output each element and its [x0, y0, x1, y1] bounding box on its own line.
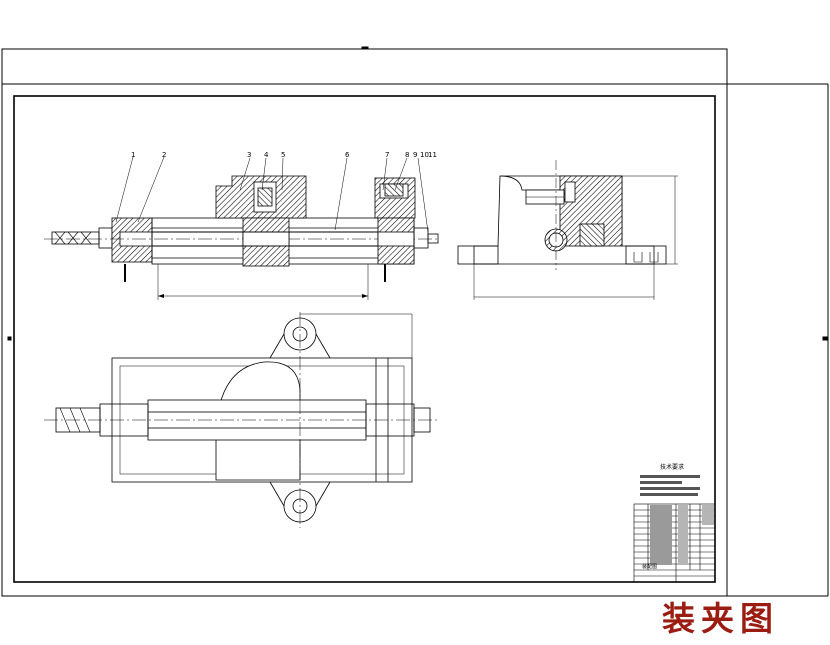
callout-1: 1: [131, 151, 135, 159]
callout-5: 5: [281, 151, 285, 159]
callout-8: 8: [405, 151, 409, 159]
tech-req-heading: 技术要求: [660, 463, 684, 471]
callout-2: 2: [162, 151, 166, 159]
callout-labels: 1 2 3 4 5 6 7 8 9 10 11: [131, 151, 437, 159]
title-block-name: 装配图: [642, 563, 657, 570]
side-view: [457, 160, 678, 300]
callout-6: 6: [345, 151, 350, 159]
title-block: [633, 503, 716, 583]
callout-9: 9: [413, 151, 417, 159]
callout-11: 11: [428, 151, 437, 159]
top-view: [44, 312, 440, 528]
sheet-frame: [1, 46, 829, 597]
front-view: [44, 156, 440, 300]
tech-requirements: 技术要求 装配图: [640, 463, 700, 570]
callout-4: 4: [264, 151, 269, 159]
callout-10: 10: [420, 151, 429, 159]
callout-3: 3: [247, 151, 251, 159]
drawing-caption: 装夹图: [662, 599, 779, 638]
callout-7: 7: [385, 151, 389, 159]
